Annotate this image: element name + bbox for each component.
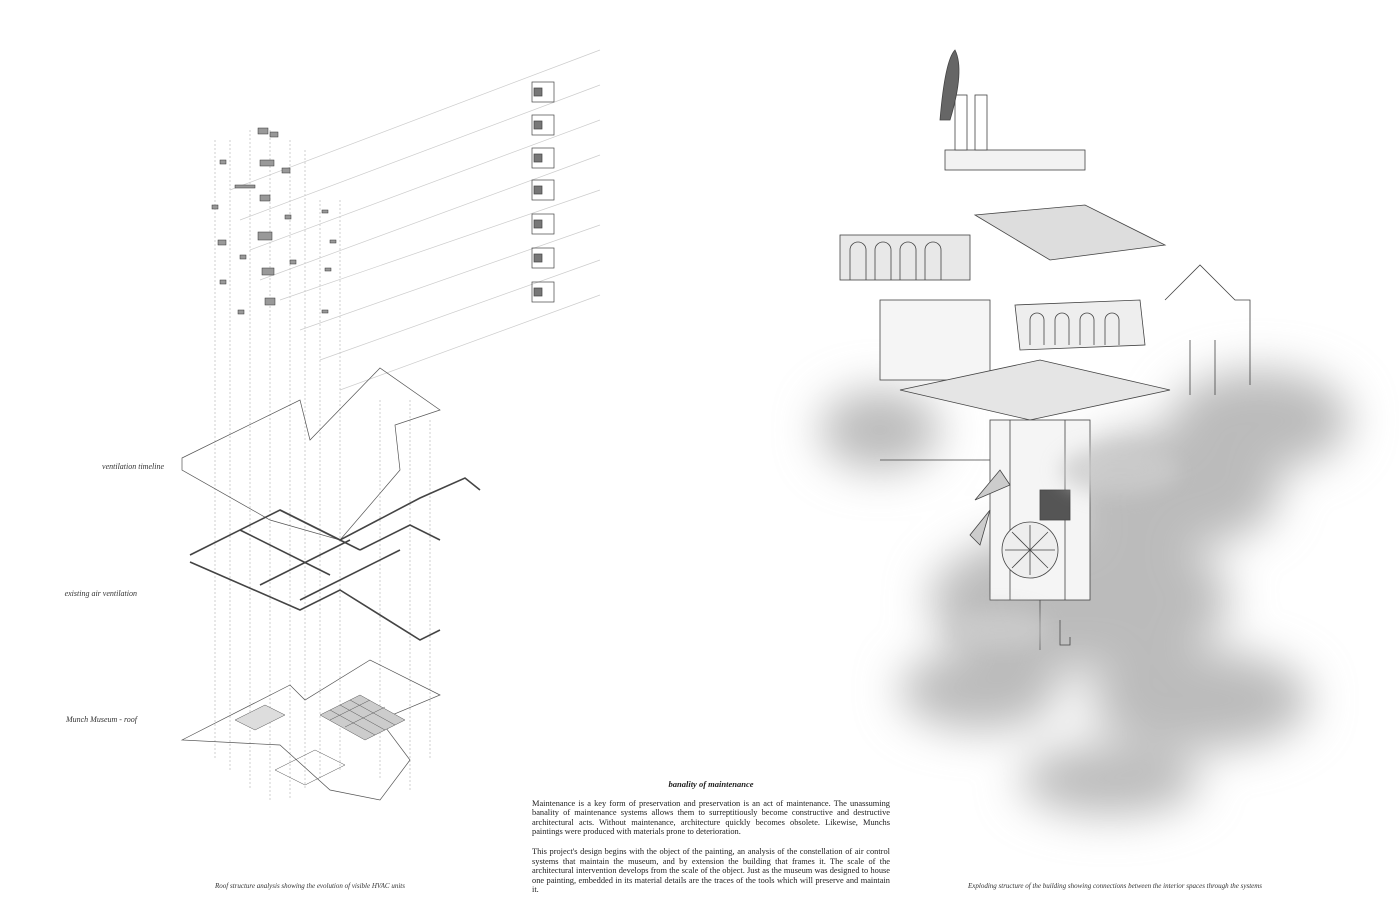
roof-skylight-grid (234, 694, 406, 786)
label-munch-museum-roof: Munch Museum - roof (65, 715, 137, 724)
label-ventilation-timeline: ventilation timeline (102, 462, 164, 471)
right-caption: Exploding structure of the building show… (968, 882, 1263, 890)
essay-title: banality of maintenance (668, 779, 754, 789)
essay-paragraph: This project's design begins with the ob… (532, 846, 890, 895)
munch-museum-roof-layer (180, 659, 441, 801)
left-caption: Roof structure analysis showing the evol… (215, 882, 405, 890)
plan-thumbnails (531, 81, 555, 303)
essay-paragraph: Maintenance is a key form of preservatio… (532, 798, 890, 837)
air-ventilation-ducts (189, 477, 481, 641)
label-existing-air-ventilation: existing air ventilation (64, 589, 137, 598)
ventilation-timeline-layer (181, 367, 441, 541)
exploded-building-drawing (820, 49, 1350, 815)
hvac-unit-icons (211, 127, 337, 315)
plant-icon (939, 49, 960, 121)
timeline-leader-lines (229, 49, 601, 391)
cloud-overlay (950, 445, 1180, 650)
structure (839, 49, 1251, 650)
dashed-projection-lines (214, 130, 431, 800)
roof-axonometric-drawing (180, 49, 601, 801)
essay: banality of maintenance Maintenance is a… (532, 779, 890, 905)
